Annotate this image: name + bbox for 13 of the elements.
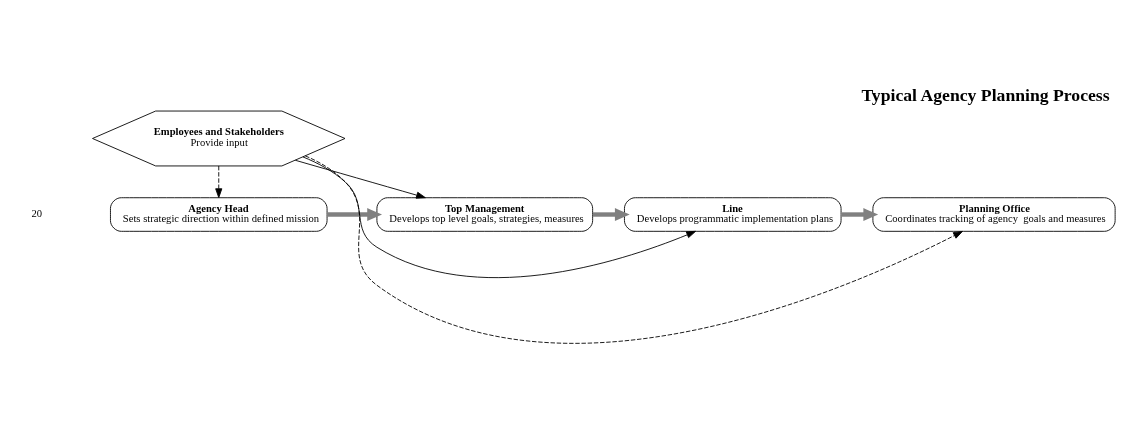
node-box: Line Develops programmatic implementation plans: [624, 196, 842, 232]
arrow: [302, 156, 697, 278]
arrow: [215, 165, 223, 198]
node-box: Agency Head Sets strategic direction within defined mission: [110, 196, 328, 232]
arrow: [327, 207, 382, 221]
arrow: [294, 159, 426, 199]
node-box: Top Management Develops top level goals, strategies, measures: [376, 196, 594, 232]
arrow: [841, 207, 879, 221]
label: 20: [31, 207, 43, 219]
node-box: Planning Office Coordinates tracking of agency goals and measures: [872, 196, 1116, 232]
diagram-title: Typical Agency Planning Process: [861, 84, 1110, 105]
arrow: [304, 154, 963, 344]
arrow: [592, 207, 630, 221]
